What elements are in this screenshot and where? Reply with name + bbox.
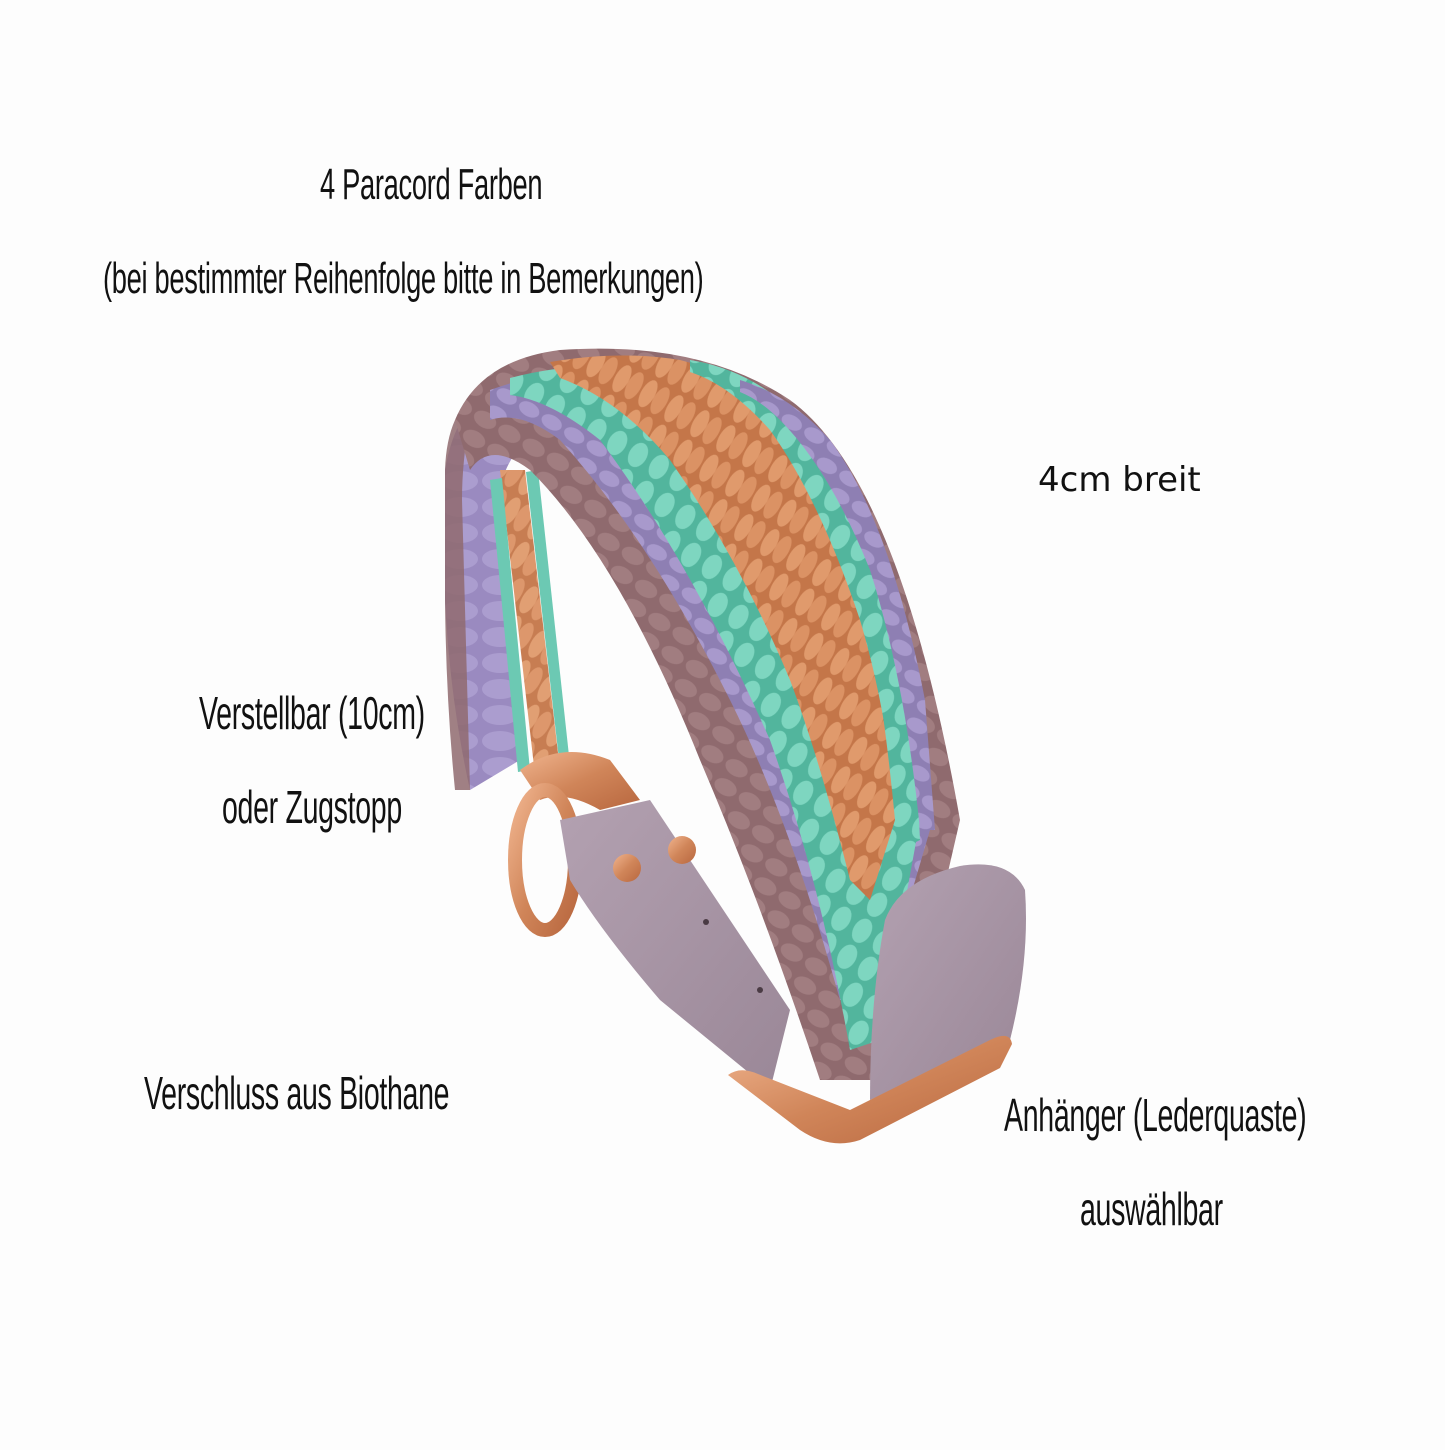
label-width: 4cm breit bbox=[1038, 460, 1201, 500]
label-charm-selectable: auswählbar bbox=[1080, 1183, 1223, 1235]
collar-buckle bbox=[728, 1035, 1012, 1144]
label-biothane-closure: Verschluss aus Biothane bbox=[144, 1067, 450, 1119]
label-adjustable: Verstellbar (10cm) bbox=[199, 687, 425, 739]
collar-inner-band bbox=[445, 365, 570, 790]
collar-left-hardware bbox=[508, 752, 790, 1090]
label-pull-stop: oder Zugstopp bbox=[222, 781, 402, 833]
label-order-note: (bei bestimmter Reihenfolge bitte in Bem… bbox=[103, 254, 704, 303]
label-charm: Anhänger (Lederquaste) bbox=[1004, 1089, 1307, 1141]
label-paracord-colors: 4 Paracord Farben bbox=[320, 160, 543, 209]
collar-right-tab bbox=[870, 864, 1026, 1100]
collar-front-band bbox=[455, 348, 960, 1081]
